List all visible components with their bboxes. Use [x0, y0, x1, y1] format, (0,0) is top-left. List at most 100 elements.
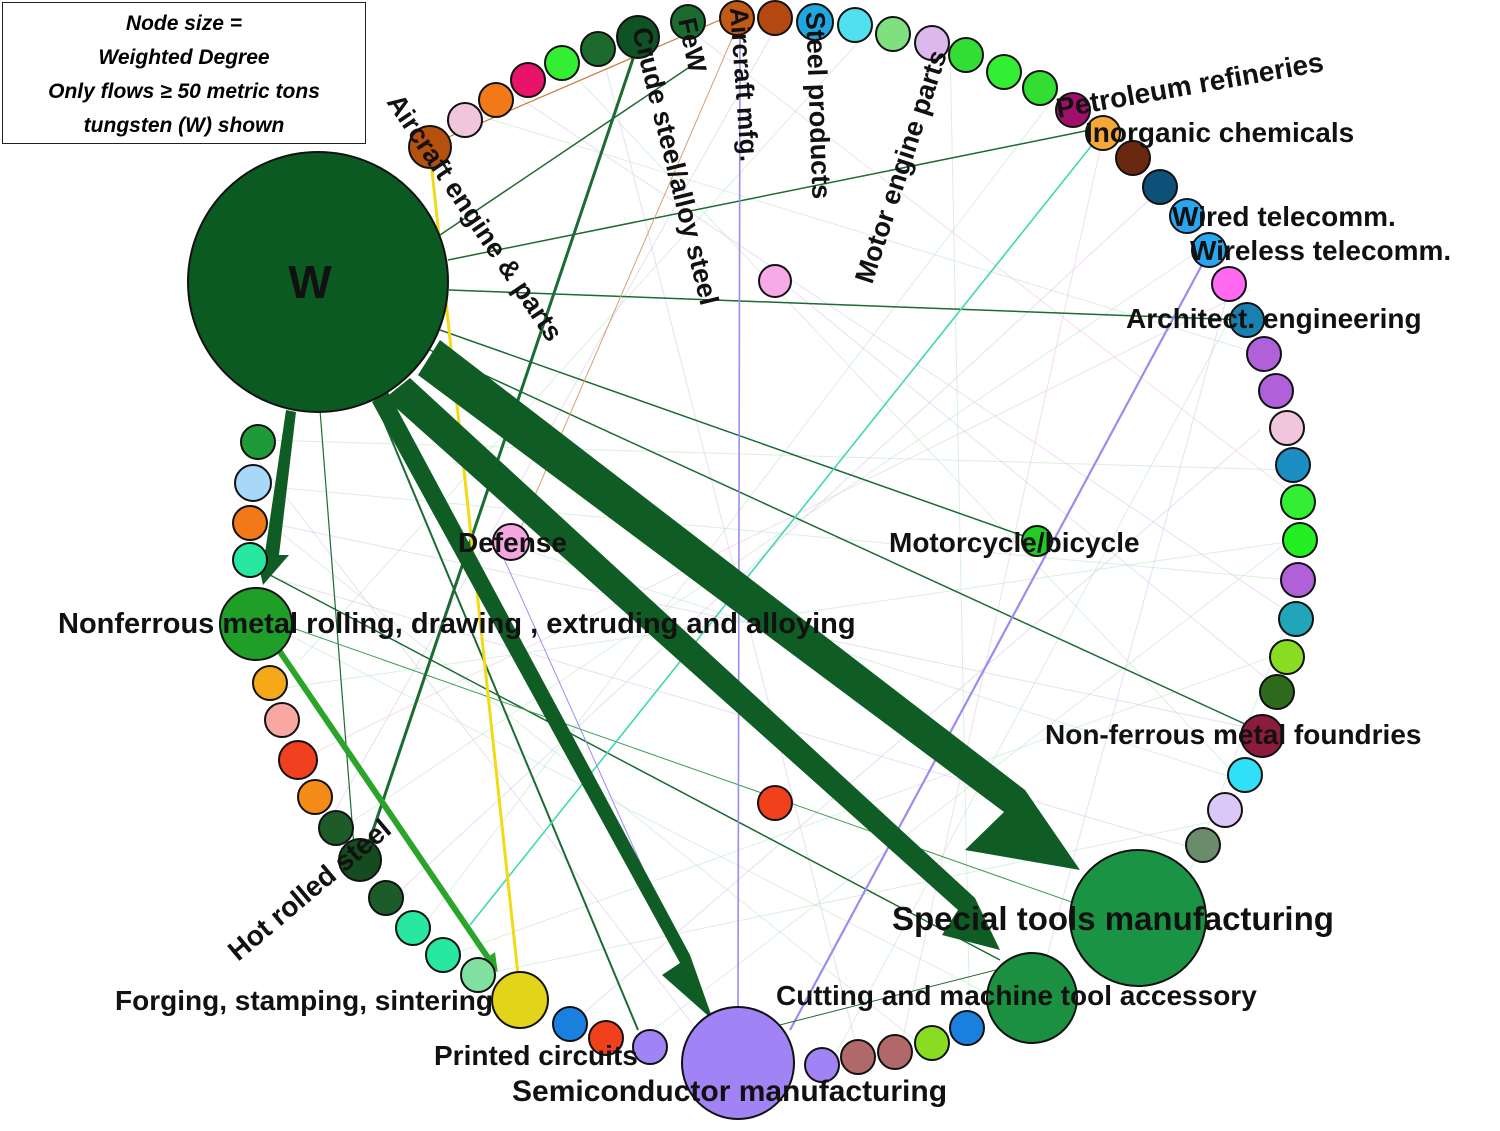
node-left-11 [395, 910, 431, 946]
node-cutting-tools [986, 952, 1078, 1044]
node-architect [1229, 302, 1265, 338]
edge-w-special-tools [418, 340, 1080, 870]
node-forging [491, 971, 549, 1029]
edge-semis-cutting [759, 959, 1036, 1031]
node-left-4 [232, 542, 268, 578]
node-aircraft-engine [408, 125, 452, 169]
node-left-9 [318, 810, 354, 846]
edge-nonferrous-forging [269, 638, 498, 972]
node-top-7 [837, 7, 873, 43]
node-hot-rolled [338, 838, 382, 882]
node-top-8 [875, 16, 911, 52]
label-steel-products: Steel products [800, 11, 837, 199]
node-bottom-1 [949, 1010, 985, 1046]
node-nonferrous-foundries [1240, 714, 1284, 758]
label-wireless: Wireless telecomm. [1190, 235, 1451, 266]
node-bottom-3 [877, 1034, 913, 1070]
node-top-10 [986, 54, 1022, 90]
label-motorcycle: Motorcycle/bicycle [889, 527, 1140, 558]
node-right-7 [1282, 522, 1318, 558]
edge-w-architect [448, 289, 1246, 321]
node-left-5 [252, 665, 288, 701]
label-defense: Defense [458, 527, 567, 558]
edge-purple-wireless [789, 249, 1211, 1031]
node-isolated-red [757, 785, 793, 821]
node-printed-circuits [632, 1029, 668, 1065]
legend-box: Node size = Weighted Degree Only flows ≥… [2, 2, 366, 144]
node-crude-steel [616, 15, 660, 59]
node-right-9 [1278, 601, 1314, 637]
label-cutting: Cutting and machine tool accessory [776, 980, 1257, 1011]
node-aircraft-mfg [719, 0, 755, 36]
node-right-11 [1259, 674, 1295, 710]
node-right-6 [1280, 484, 1316, 520]
node-right-1 [1211, 266, 1247, 302]
node-top-4 [544, 45, 580, 81]
node-right-4 [1269, 410, 1305, 446]
label-inorganic: Inorganic chemicals [1085, 117, 1354, 148]
label-forging: Forging, stamping, sintering [115, 985, 493, 1016]
edge-nonferrous-special [269, 619, 1081, 906]
edge-w-petroleum [447, 129, 1091, 261]
edge-w-motorcycle [439, 329, 1036, 541]
node-left-1 [240, 424, 276, 460]
edge-teal-long [469, 134, 1101, 926]
node-steel-products [796, 3, 834, 41]
node-isolated-pink [758, 264, 792, 298]
label-semiconductor: Semiconductor manufacturing [512, 1075, 947, 1108]
node-wireless [1191, 232, 1227, 268]
node-top-9 [914, 25, 950, 61]
node-right-5 [1275, 447, 1311, 483]
node-w [187, 151, 449, 413]
node-bottom-6 [588, 1020, 624, 1056]
edge-w-cutting [385, 378, 1000, 950]
node-left-6 [264, 702, 300, 738]
legend-line-1: Node size = [125, 12, 243, 35]
node-wired [1169, 198, 1205, 234]
node-right-14 [1185, 827, 1221, 863]
node-special-tools [1069, 849, 1207, 987]
node-top-2 [478, 82, 514, 118]
node-bottom-7 [552, 1006, 588, 1042]
node-right-2 [1246, 336, 1282, 372]
label-special-tools: Special tools manufacturing [892, 900, 1334, 937]
node-right-10 [1269, 639, 1305, 675]
node-top-1 [447, 102, 483, 138]
node-few [670, 4, 706, 40]
node-top-12 [1115, 140, 1151, 176]
label-architect: Architect. engineering [1126, 303, 1422, 334]
edge-w-motor-engine [439, 59, 701, 236]
label-nonferrous-foundries: Non-ferrous metal foundries [1045, 719, 1421, 750]
label-few: FeW [672, 15, 713, 75]
edge-purple-steel [737, 29, 741, 1011]
edge-w-hotrolled [319, 409, 356, 861]
node-petroleum [1055, 92, 1091, 128]
node-top-13 [1142, 169, 1178, 205]
node-right-3 [1258, 373, 1294, 409]
edge-w-nonferrous [256, 410, 296, 585]
node-top-6 [757, 0, 793, 36]
edge-w-semiconductor [372, 392, 713, 1020]
label-w: W [288, 256, 332, 308]
node-defense [492, 523, 530, 561]
label-nonferrous-rolling: Nonferrous metal rolling, drawing , extr… [58, 608, 856, 640]
node-left-12 [425, 937, 461, 973]
legend-line-2: Weighted Degree [98, 46, 270, 69]
edge-nonferrous-cutting [269, 574, 1001, 961]
node-motorcycle [1021, 525, 1053, 557]
node-left-8 [297, 779, 333, 815]
label-aircraft-mfg: Aircraft mfg. [724, 6, 765, 162]
node-motor-engine [948, 37, 984, 73]
label-printed: Printed circuits [434, 1040, 638, 1071]
node-semiconductor [681, 1006, 795, 1120]
node-top-3 [510, 62, 546, 98]
node-nonferrous-rolling [219, 587, 293, 661]
label-wired: Wired telecomm. [1172, 201, 1396, 232]
node-bottom-2 [914, 1025, 950, 1061]
node-left-13 [460, 957, 496, 993]
node-right-8 [1280, 562, 1316, 598]
major-w-flows [256, 340, 1080, 1020]
edge-w-nonferrous-foundries [429, 349, 1259, 731]
